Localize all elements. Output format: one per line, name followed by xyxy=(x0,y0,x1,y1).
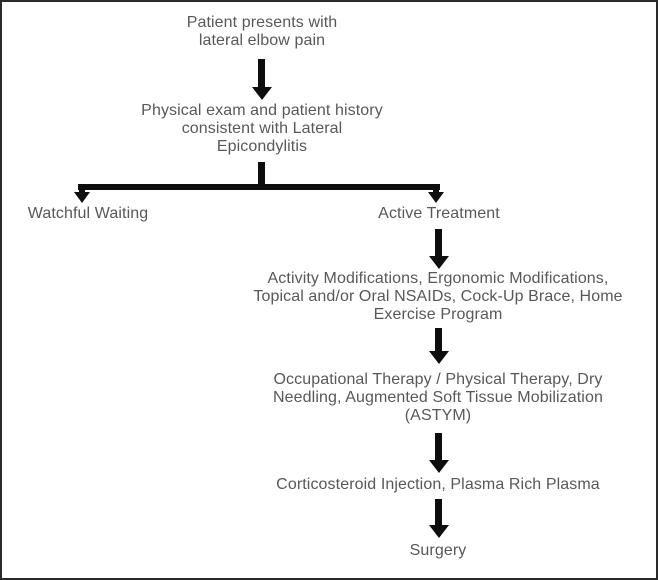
label-watchful-waiting: Watchful Waiting xyxy=(27,205,149,222)
node-patient-presents: Patient presents with lateral elbow pain xyxy=(112,14,412,50)
node-activity-modifications: Activity Modifications, Ergonomic Modifi… xyxy=(238,270,638,324)
node-text-line: lateral elbow pain xyxy=(198,32,326,49)
node-text-line: consistent with Lateral xyxy=(181,120,343,137)
down-arrow-icon xyxy=(428,229,449,269)
label-active-treatment: Active Treatment xyxy=(378,205,500,222)
node-text-line: (ASTYM) xyxy=(404,407,472,424)
node-text-line: Needling, Augmented Soft Tissue Mobiliza… xyxy=(273,389,603,406)
branch-stub-line xyxy=(258,162,265,185)
node-text-line: Topical and/or Oral NSAIDs, Cock-Up Brac… xyxy=(253,288,623,305)
node-exam-history: Physical exam and patient history consis… xyxy=(92,102,432,156)
down-arrow-icon xyxy=(428,433,449,473)
node-injection-prp: Corticosteroid Injection, Plasma Rich Pl… xyxy=(276,476,600,493)
node-text-line: Epicondylitis xyxy=(216,138,308,155)
branch-horizontal-line xyxy=(78,184,440,190)
node-text-line: Exercise Program xyxy=(373,306,503,323)
node-text-line: Physical exam and patient history xyxy=(141,102,383,119)
down-arrow-icon xyxy=(428,499,449,538)
branch-right-arrow-icon xyxy=(428,188,444,203)
down-arrow-icon xyxy=(428,328,449,364)
down-arrow-icon xyxy=(251,59,272,100)
branch-left-arrow-icon xyxy=(74,188,90,203)
node-text-line: Activity Modifications, Ergonomic Modifi… xyxy=(267,270,609,287)
node-surgery: Surgery xyxy=(409,542,467,559)
node-therapy-astym: Occupational Therapy / Physical Therapy,… xyxy=(238,371,638,425)
node-text-line: Occupational Therapy / Physical Therapy,… xyxy=(273,371,603,388)
node-text-line: Patient presents with xyxy=(186,14,338,31)
